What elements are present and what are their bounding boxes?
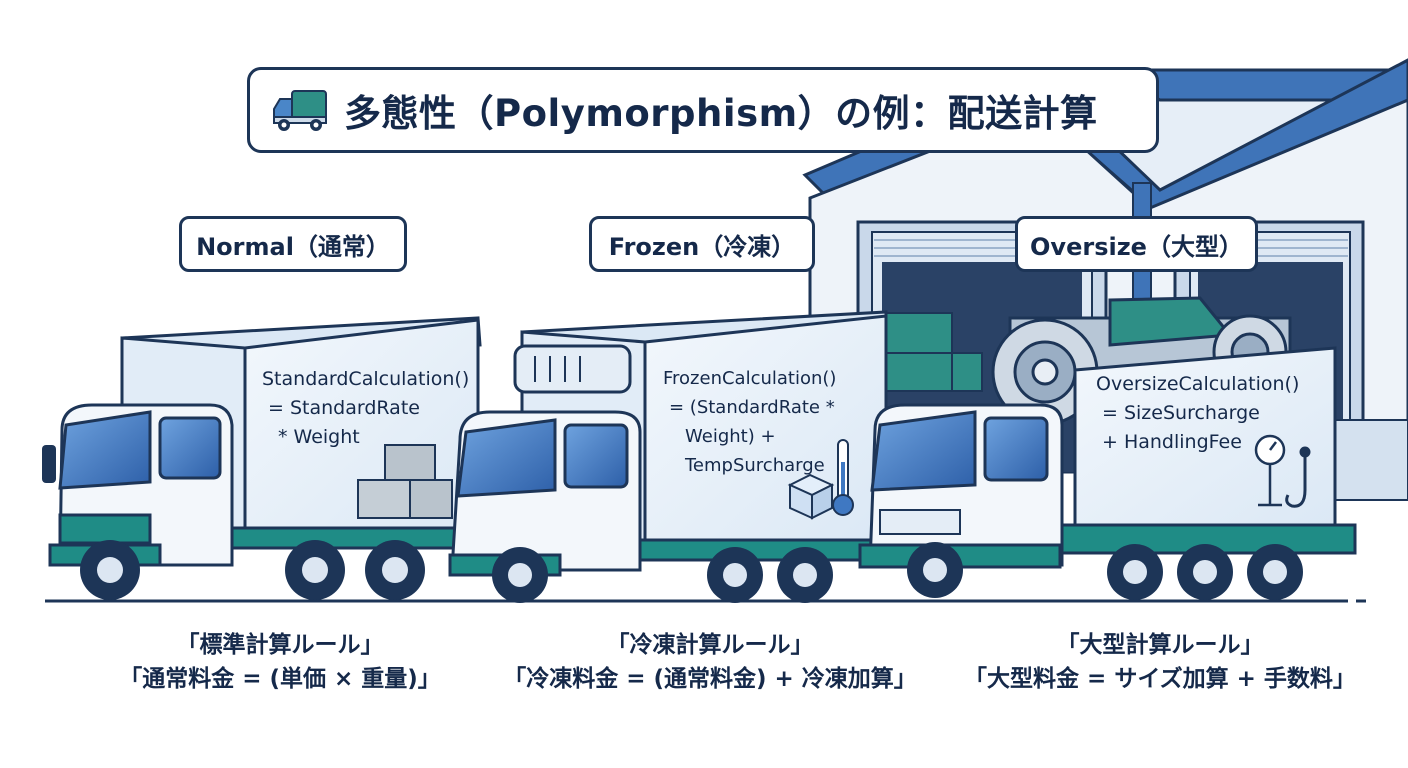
caption-formula: 「冷凍料金 = (通常料金) + 冷凍加算」 [503, 666, 917, 692]
crane-hook-icon [1285, 446, 1311, 508]
formula-line: StandardCalculation() [262, 368, 470, 390]
formula-oversize: OversizeCalculation() = SizeSurcharge + … [1096, 370, 1299, 457]
label-frozen: Frozen（冷凍） [589, 216, 815, 272]
formula-line: + HandlingFee [1102, 431, 1242, 453]
formula-line: = StandardRate [268, 397, 420, 419]
title-banner: 多態性（Polymorphism）の例：配送計算 [247, 67, 1159, 153]
formula-frozen: FrozenCalculation() = (StandardRate * We… [663, 364, 836, 480]
thermometer-icon [832, 439, 854, 516]
truck-oversize [858, 346, 1357, 600]
delivery-truck-icon [273, 90, 327, 131]
caption-rule: 「冷凍計算ルール」 [606, 632, 814, 658]
caption-oversize: 「大型計算ルール」 「大型料金 = サイズ加算 + 手数料」 [930, 628, 1390, 696]
ice-cube-icon [787, 473, 835, 520]
refrigeration-unit [513, 344, 632, 394]
formula-line: TempSurcharge [685, 455, 825, 476]
page-title: 多態性（Polymorphism）の例：配送計算 [344, 92, 1098, 135]
caption-frozen: 「冷凍計算ルール」 「冷凍料金 = (通常料金) + 冷凍加算」 [490, 628, 930, 696]
caption-rule: 「標準計算ルール」 [176, 632, 384, 658]
caption-normal: 「標準計算ルール」 「通常料金 = (単価 × 重量)」 [70, 628, 490, 696]
formula-line: FrozenCalculation() [663, 368, 837, 389]
formula-line: Weight) + [685, 426, 776, 447]
formula-normal: StandardCalculation() = StandardRate * W… [262, 365, 469, 452]
caption-formula: 「通常料金 = (単価 × 重量)」 [119, 666, 441, 692]
formula-line: = (StandardRate * [669, 397, 835, 418]
label-normal: Normal（通常） [179, 216, 407, 272]
label-oversize: Oversize（大型） [1015, 216, 1258, 272]
caption-formula: 「大型料金 = サイズ加算 + 手数料」 [964, 666, 1356, 692]
formula-line: = SizeSurcharge [1102, 402, 1260, 424]
weight-scale-icon [1254, 434, 1286, 507]
formula-line: OversizeCalculation() [1096, 373, 1300, 395]
caption-rule: 「大型計算ルール」 [1056, 632, 1264, 658]
formula-line: * Weight [278, 426, 360, 448]
cardboard-boxes-icon [357, 444, 453, 519]
